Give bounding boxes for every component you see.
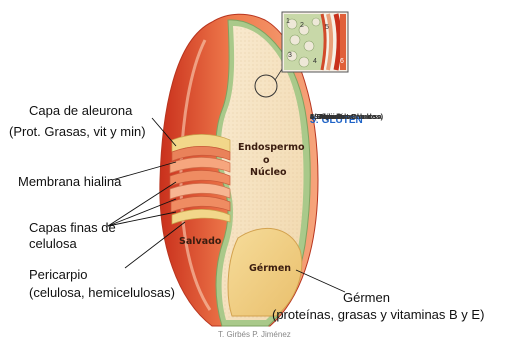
inset-number-6: 6: [340, 58, 344, 66]
inner-label-germen: Gérmen: [249, 263, 291, 275]
label-aleurona-detail: (Prot. Grasas, vit y min): [9, 124, 146, 139]
inner-label-salvado: Salvado: [179, 236, 221, 248]
label-aleurona-title: Capa de aleurona: [29, 103, 132, 118]
inner-label-endospermo: Endospermo: [238, 142, 305, 154]
inner-label-nucleo: Núcleo: [250, 167, 287, 179]
label-germen-title: Gérmen: [343, 290, 390, 305]
credit-text: T. Girbés P. Jiménez: [218, 330, 291, 339]
label-pericarpio-detail: (celulosa, hemicelulosas): [29, 285, 175, 300]
inset-number-5: 5: [325, 24, 329, 32]
inner-label-o: o: [263, 155, 270, 167]
label-capas-finas-1: Capas finas de: [29, 220, 116, 235]
label-pericarpio-title: Pericarpio: [29, 267, 88, 282]
legend-item: Salvado: [310, 112, 343, 121]
inset-number-3: 3: [288, 52, 292, 60]
inset-number-4: 4: [313, 58, 317, 66]
label-capas-finas-2: celulosa: [29, 236, 77, 251]
label-membrana-hialina: Membrana hialina: [18, 174, 121, 189]
label-germen-detail: (proteínas, grasas y vitaminas B y E): [272, 307, 484, 322]
inset-number-1: 1: [286, 18, 290, 26]
inset-number-2: 2: [300, 22, 304, 30]
